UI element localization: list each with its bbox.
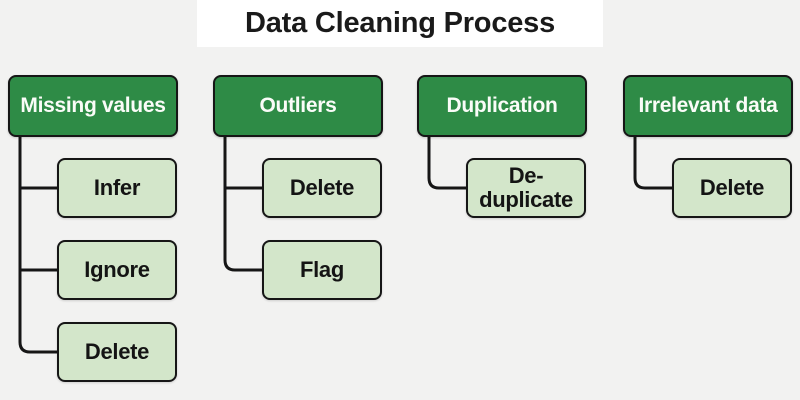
option-label: Ignore bbox=[84, 256, 150, 282]
option-box-ignore: Ignore bbox=[57, 240, 177, 300]
category-box-irrelevant-data: Irrelevant data bbox=[623, 75, 793, 137]
option-label: Infer bbox=[93, 174, 141, 200]
option-label: Delete bbox=[84, 338, 150, 364]
category-label: Missing values bbox=[20, 94, 166, 117]
connector-outliers bbox=[223, 136, 263, 272]
option-box-delete-irrelevant: Delete bbox=[672, 158, 792, 218]
title-band: Data Cleaning Process bbox=[197, 0, 603, 47]
option-label: Delete bbox=[699, 174, 765, 200]
connector-missing-values bbox=[18, 136, 58, 354]
category-box-duplication: Duplication bbox=[417, 75, 587, 137]
connector-irrelevant-data bbox=[633, 136, 673, 190]
option-box-de-duplicate: De-duplicate bbox=[466, 158, 586, 218]
category-label: Outliers bbox=[259, 94, 337, 117]
page-title: Data Cleaning Process bbox=[244, 7, 556, 39]
option-label: Delete bbox=[289, 174, 355, 200]
option-box-delete-missing: Delete bbox=[57, 322, 177, 382]
category-box-missing-values: Missing values bbox=[8, 75, 178, 137]
option-box-delete-outliers: Delete bbox=[262, 158, 382, 218]
option-box-infer: Infer bbox=[57, 158, 177, 218]
category-label: Duplication bbox=[446, 94, 558, 117]
option-label: De-duplicate bbox=[479, 162, 573, 212]
category-box-outliers: Outliers bbox=[213, 75, 383, 137]
option-box-flag: Flag bbox=[262, 240, 382, 300]
option-label: Flag bbox=[299, 256, 345, 282]
connector-duplication bbox=[427, 136, 467, 190]
category-label: Irrelevant data bbox=[638, 94, 778, 117]
